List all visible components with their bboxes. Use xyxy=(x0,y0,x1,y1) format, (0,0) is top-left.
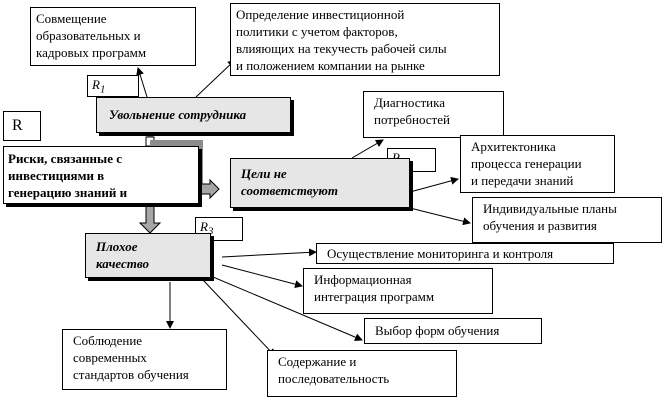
thin-connectors xyxy=(136,59,471,357)
arrow-dismissal-to-policy xyxy=(195,59,236,98)
content-sequence-box: Содержание и последовательность xyxy=(267,350,457,397)
poor-quality-node: Плохое качество xyxy=(85,233,211,278)
r2-letter: R xyxy=(392,150,400,165)
r1-label: R1 xyxy=(87,75,139,97)
arrow-quality-to-forms xyxy=(212,276,363,341)
arrow-goals-to-architectonics xyxy=(409,176,459,193)
monitoring-box: Осуществление мониторинга и контроля xyxy=(316,243,614,264)
arrow-quality-to-content xyxy=(202,279,276,357)
info-integration-box: Информационная интеграция программ xyxy=(303,268,493,314)
goals-node: Цели не соответствуют xyxy=(230,158,410,208)
arrow-goals-to-diagnostics xyxy=(351,139,384,159)
dismissal-node: Увольнение сотрудника xyxy=(96,97,291,133)
arrow-quality-to-monitoring xyxy=(221,248,317,258)
arrow-goals-to-individual xyxy=(409,207,471,226)
thick-line-right xyxy=(150,140,203,188)
combination-box: Совмещение образовательных и кадровых пр… xyxy=(30,7,196,66)
architectonics-box: Архитектоника процесса генерации и перед… xyxy=(460,135,615,193)
r-main-label: R xyxy=(3,111,41,141)
individual-plans-box: Индивидуальные планы обучения и развития xyxy=(472,197,662,243)
r1-subscript: 1 xyxy=(99,83,106,96)
investment-policy-box: Определение инвестиционной политики с уч… xyxy=(230,3,500,76)
diagnostics-box: Диагностика потребностей xyxy=(363,91,504,138)
thick-connectors xyxy=(138,136,220,234)
risks-box: Риски, связанные с инвестициями в генера… xyxy=(3,146,199,204)
r3-subscript: 3 xyxy=(207,225,214,238)
training-forms-box: Выбор форм обучения xyxy=(364,318,542,344)
r1-letter: R xyxy=(92,77,100,92)
thick-arrow-to-quality xyxy=(138,204,162,234)
arrow-quality-to-integration xyxy=(221,264,303,289)
r3-letter: R xyxy=(200,219,208,234)
standards-box: Соблюдение современных стандартов обучен… xyxy=(62,329,227,390)
arrow-dismissal-to-combination xyxy=(136,67,148,98)
